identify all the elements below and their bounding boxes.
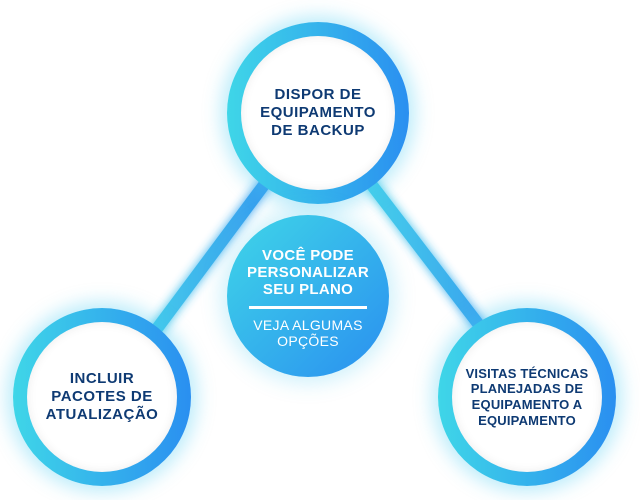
- node-technical-visits: VISITAS TÉCNICAS PLANEJADAS DE EQUIPAMEN…: [438, 308, 616, 486]
- center-circle: VOCÊ PODE PERSONALIZAR SEU PLANO VEJA AL…: [227, 215, 389, 377]
- node-face: [241, 36, 395, 190]
- node-label: INCLUIR PACOTES DE ATUALIZAÇÃO: [45, 370, 159, 423]
- node-label: VISITAS TÉCNICAS PLANEJADAS DE EQUIPAMEN…: [465, 365, 589, 428]
- node-face: [452, 322, 602, 472]
- node-label: DISPOR DE EQUIPAMENTO DE BACKUP: [260, 86, 376, 139]
- node-face: [27, 322, 177, 472]
- center-subtitle: VEJA ALGUMAS OPÇÕES: [253, 317, 363, 350]
- node-backup-equipment: DISPOR DE EQUIPAMENTO DE BACKUP: [227, 22, 409, 204]
- node-update-packages: INCLUIR PACOTES DE ATUALIZAÇÃO: [13, 308, 191, 486]
- center-headline: VOCÊ PODE PERSONALIZAR SEU PLANO: [247, 246, 369, 299]
- center-divider: [249, 306, 367, 310]
